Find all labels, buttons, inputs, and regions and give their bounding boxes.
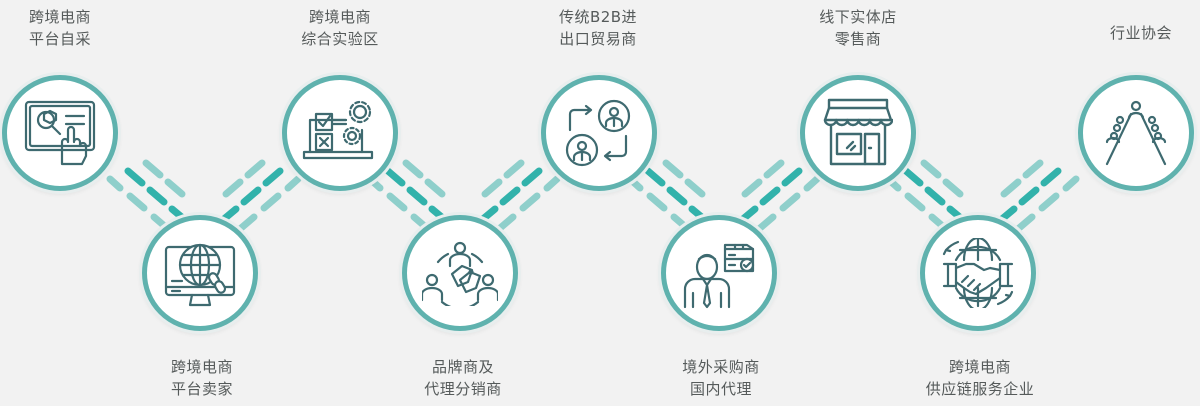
node-4-brands-and-distributors bbox=[402, 215, 518, 331]
node-3-label: 跨境电商 综合实验区 bbox=[260, 6, 420, 50]
people-network-tags-icon bbox=[422, 241, 498, 306]
label-line: 跨境电商 bbox=[308, 8, 371, 26]
node-1-label: 跨境电商 平台自采 bbox=[0, 6, 140, 50]
node-9-label: 行业协会 bbox=[1061, 22, 1200, 44]
node-8-label: 跨境电商 供应链服务企业 bbox=[900, 356, 1060, 400]
people-exchange-arrows-icon bbox=[565, 99, 631, 167]
node-5-label: 传统B2B进 出口贸易商 bbox=[518, 6, 678, 50]
node-5-traditional-b2b-traders bbox=[541, 75, 657, 191]
node-6-overseas-buyer-domestic-agent bbox=[661, 215, 777, 331]
laptop-checklist-gears-icon bbox=[302, 100, 374, 160]
node-6-label: 境外采购商 国内代理 bbox=[641, 356, 801, 400]
node-1-cross-border-platform-self-purchase bbox=[2, 75, 118, 191]
agent-boxes-icon bbox=[683, 243, 755, 309]
node-7-label: 线下实体店 零售商 bbox=[778, 6, 938, 50]
label-line: 平台自采 bbox=[28, 30, 91, 48]
label-line: 出口贸易商 bbox=[559, 30, 637, 48]
node-9-industry-associations bbox=[1078, 75, 1194, 191]
node-3-cross-border-comprehensive-pilot-zone bbox=[282, 75, 398, 191]
label-line: 跨境电商 bbox=[948, 358, 1011, 376]
label-line: 品牌商及 bbox=[431, 358, 494, 376]
label-line: 线下实体店 bbox=[819, 8, 897, 26]
node-2-cross-border-platform-sellers bbox=[142, 215, 258, 331]
label-line: 零售商 bbox=[834, 30, 882, 48]
label-line: 平台卖家 bbox=[170, 380, 233, 398]
label-line: 代理分销商 bbox=[424, 380, 502, 398]
handshake-globe-icon bbox=[942, 238, 1014, 308]
label-line: 境外采购商 bbox=[682, 358, 760, 376]
label-line: 跨境电商 bbox=[170, 358, 233, 376]
label-line: 跨境电商 bbox=[28, 8, 91, 26]
node-8-cross-border-supply-chain-services bbox=[920, 215, 1036, 331]
label-line: 供应链服务企业 bbox=[925, 380, 1035, 398]
label-line: 行业协会 bbox=[1109, 24, 1172, 42]
storefront-icon bbox=[823, 98, 893, 166]
node-7-offline-retail-stores bbox=[800, 75, 916, 191]
association-people-icon bbox=[1105, 100, 1167, 166]
node-4-label: 品牌商及 代理分销商 bbox=[383, 356, 543, 400]
touch-screen-search-box-icon bbox=[24, 100, 96, 166]
label-line: 国内代理 bbox=[689, 380, 752, 398]
globe-monitor-link-icon bbox=[164, 243, 236, 307]
label-line: 综合实验区 bbox=[301, 30, 379, 48]
label-line: 传统B2B进 bbox=[558, 8, 638, 26]
node-2-label: 跨境电商 平台卖家 bbox=[122, 356, 282, 400]
